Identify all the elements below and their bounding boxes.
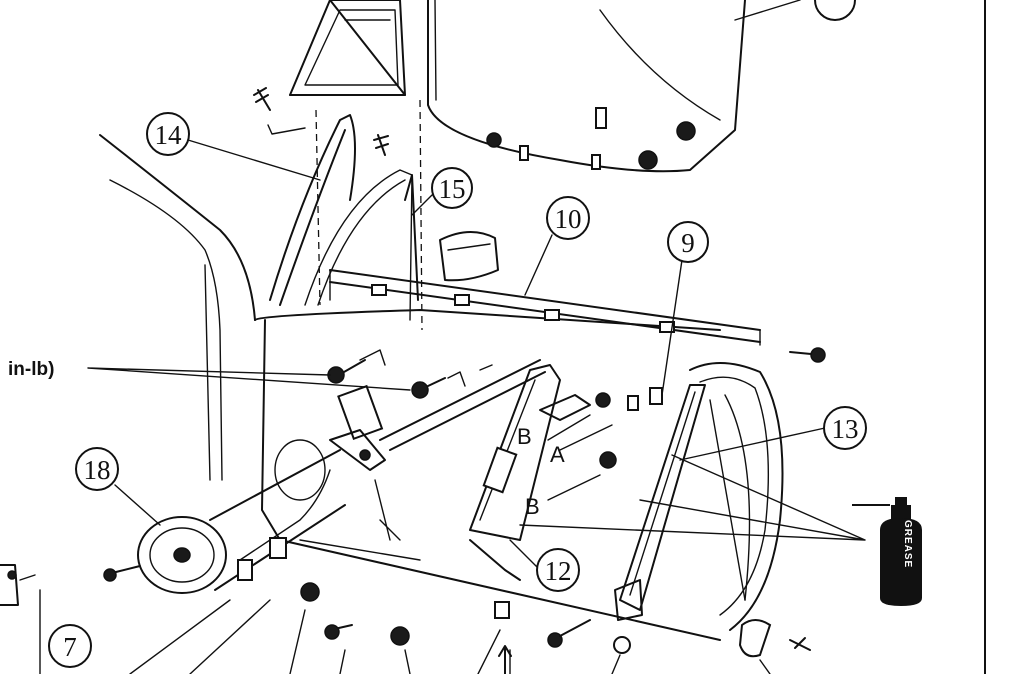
door-body-outline xyxy=(99,134,721,641)
svg-text:14: 14 xyxy=(155,120,183,150)
letter-a: A xyxy=(550,442,565,467)
callout-10: 10 xyxy=(546,196,590,240)
door-glass xyxy=(427,0,746,173)
callout-9: 9 xyxy=(667,221,709,263)
grease-label: GREASE xyxy=(902,520,913,568)
hinge-bracket xyxy=(0,564,36,606)
callout-leader-15 xyxy=(411,194,433,216)
quarter-window xyxy=(289,0,406,96)
callout-leader-11 xyxy=(734,0,801,21)
belt-molding xyxy=(329,269,761,346)
window-motor xyxy=(329,384,386,471)
screw-near-15 xyxy=(373,134,389,156)
arrow-b-line xyxy=(547,414,601,501)
callout-12: 12 xyxy=(536,548,580,592)
bottom-leader-lines xyxy=(39,589,771,674)
bolt-lower xyxy=(411,377,446,399)
torque-arrow-lines xyxy=(87,367,411,391)
lower-fasteners xyxy=(300,347,826,658)
svg-text:9: 9 xyxy=(681,228,695,258)
callout-15: 15 xyxy=(431,167,473,209)
side-mirror xyxy=(439,231,499,282)
wire-harness xyxy=(239,469,401,561)
svg-text:13: 13 xyxy=(832,414,859,444)
window-regulator xyxy=(379,359,591,581)
svg-text:10: 10 xyxy=(555,204,582,234)
connector-mid xyxy=(237,559,253,581)
callout-leader-10 xyxy=(524,234,553,296)
clips-center xyxy=(595,387,663,469)
connector-left xyxy=(269,537,287,559)
callout-leader-12 xyxy=(509,539,539,569)
callout-leader-18 xyxy=(114,484,161,526)
svg-text:12: 12 xyxy=(545,556,572,586)
letter-b-lower: B xyxy=(525,494,540,519)
bolt-upper xyxy=(327,359,366,384)
grease-can-icon: GREASE xyxy=(852,497,922,606)
glass-guide-rail xyxy=(614,384,706,621)
callout-cropped-top xyxy=(814,0,856,21)
callout-18: 18 xyxy=(75,447,119,491)
callout-13: 13 xyxy=(823,406,867,450)
callout-7: 7 xyxy=(48,624,92,668)
callout-leader-9 xyxy=(661,259,683,396)
svg-text:15: 15 xyxy=(439,174,466,204)
callout-14: 14 xyxy=(146,112,190,156)
bolt-guide-lines xyxy=(359,349,493,387)
callout-leader-13 xyxy=(679,427,826,461)
svg-text:18: 18 xyxy=(84,455,111,485)
callout-leader-14 xyxy=(187,139,321,181)
arrow-a-line xyxy=(559,424,613,451)
svg-text:7: 7 xyxy=(63,632,77,662)
up-arrow xyxy=(498,645,512,674)
letter-b-upper: B xyxy=(517,424,532,449)
screw-top-left xyxy=(253,87,306,135)
door-weatherstrip xyxy=(689,361,784,631)
torque-label: in-lb) xyxy=(8,359,54,380)
glass-run-channel xyxy=(269,99,423,331)
grease-leader-lines xyxy=(519,454,866,541)
door-speaker xyxy=(103,439,346,594)
